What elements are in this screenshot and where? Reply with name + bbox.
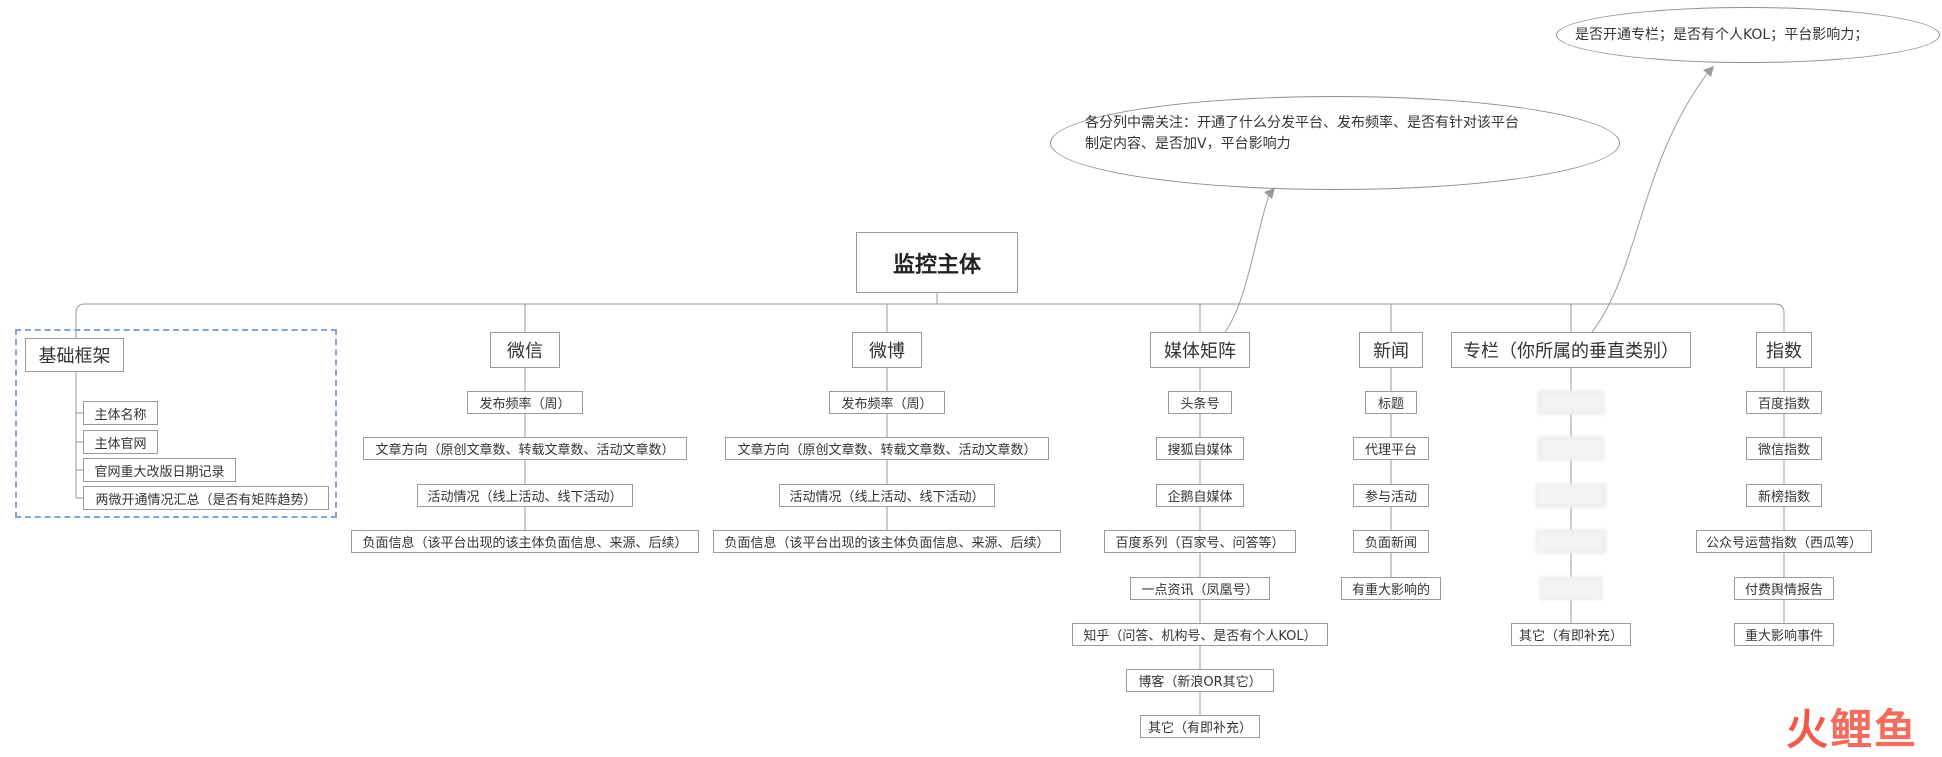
- basic-group-frame: [15, 329, 337, 518]
- column-item-blurred-1: [1538, 391, 1604, 414]
- media-item-other[interactable]: 其它（有即补充）: [1140, 715, 1260, 738]
- media-item-toutiao[interactable]: 头条号: [1168, 391, 1232, 414]
- column-item-other[interactable]: 其它（有即补充）: [1511, 623, 1631, 646]
- index-item-baidu[interactable]: 百度指数: [1746, 391, 1822, 414]
- category-index[interactable]: 指数: [1756, 332, 1812, 368]
- index-item-wechat[interactable]: 微信指数: [1746, 437, 1822, 460]
- wechat-item-activities[interactable]: 活动情况（线上活动、线下活动）: [417, 484, 633, 507]
- basic-item-social-summary[interactable]: 两微开通情况汇总（是否有矩阵趋势）: [83, 486, 329, 510]
- news-item-major-impact[interactable]: 有重大影响的: [1341, 577, 1441, 600]
- basic-item-website[interactable]: 主体官网: [83, 430, 158, 454]
- main-bus: [75, 303, 1785, 332]
- watermark-logo: 火鲤鱼: [1786, 696, 1918, 757]
- category-news[interactable]: 新闻: [1359, 332, 1423, 368]
- weibo-item-negative[interactable]: 负面信息（该平台出现的该主体负面信息、来源、后续）: [713, 530, 1061, 553]
- index-item-paid-report[interactable]: 付费舆情报告: [1734, 577, 1834, 600]
- wechat-item-negative[interactable]: 负面信息（该平台出现的该主体负面信息、来源、后续）: [351, 530, 699, 553]
- category-media-matrix[interactable]: 媒体矩阵: [1150, 332, 1250, 368]
- media-item-zhihu[interactable]: 知乎（问答、机构号、是否有个人KOL）: [1072, 623, 1328, 646]
- weibo-item-activities[interactable]: 活动情况（线上活动、线下活动）: [779, 484, 995, 507]
- weibo-item-frequency[interactable]: 发布频率（周）: [829, 391, 945, 414]
- callout-media-line1: 各分列中需关注：开通了什么分发平台、发布频率、是否有针对该平台: [1085, 115, 1519, 131]
- media-item-penguin[interactable]: 企鹅自媒体: [1156, 484, 1244, 507]
- media-item-blog[interactable]: 博客（新浪OR其它）: [1126, 669, 1274, 692]
- category-wechat[interactable]: 微信: [490, 332, 560, 368]
- callout-leader-column: [1591, 69, 1711, 333]
- column-item-blurred-3: [1536, 484, 1606, 507]
- media-item-baidu[interactable]: 百度系列（百家号、问答等）: [1104, 530, 1296, 553]
- category-basic[interactable]: 基础框架: [25, 338, 124, 372]
- wechat-item-frequency[interactable]: 发布频率（周）: [467, 391, 583, 414]
- index-item-official-account[interactable]: 公众号运营指数（西瓜等）: [1696, 530, 1872, 553]
- news-item-agency[interactable]: 代理平台: [1353, 437, 1429, 460]
- weibo-item-article-direction[interactable]: 文章方向（原创文章数、转载文章数、活动文章数）: [725, 437, 1049, 460]
- column-item-blurred-4: [1536, 530, 1606, 553]
- basic-item-name[interactable]: 主体名称: [83, 401, 158, 425]
- watermark-part1: 火: [1786, 705, 1831, 754]
- watermark-part2: 鲤鱼: [1830, 705, 1919, 754]
- basic-ticks: [76, 412, 83, 499]
- wechat-item-article-direction[interactable]: 文章方向（原创文章数、转载文章数、活动文章数）: [363, 437, 687, 460]
- news-item-title[interactable]: 标题: [1365, 391, 1417, 414]
- callout-leader-media: [1224, 191, 1271, 333]
- index-item-newrank[interactable]: 新榜指数: [1746, 484, 1822, 507]
- news-item-activities[interactable]: 参与活动: [1353, 484, 1429, 507]
- media-item-sohu[interactable]: 搜狐自媒体: [1156, 437, 1244, 460]
- root-topic[interactable]: 监控主体: [856, 232, 1018, 293]
- news-item-negative[interactable]: 负面新闻: [1353, 530, 1429, 553]
- column-item-blurred-2: [1538, 437, 1604, 460]
- callout-media-line2: 制定内容、是否加V，平台影响力: [1085, 136, 1291, 152]
- index-item-major-events[interactable]: 重大影响事件: [1734, 623, 1834, 646]
- category-weibo[interactable]: 微博: [852, 332, 922, 368]
- callout-column-notes: 是否开通专栏；是否有个人KOL；平台影响力；: [1556, 7, 1940, 63]
- arrowhead-column: [1703, 66, 1714, 77]
- category-column[interactable]: 专栏（你所属的垂直类别）: [1451, 332, 1691, 368]
- callout-media-notes: 各分列中需关注：开通了什么分发平台、发布频率、是否有针对该平台 制定内容、是否加…: [1050, 96, 1620, 190]
- basic-item-redesign-log[interactable]: 官网重大改版日期记录: [83, 458, 236, 482]
- arrowhead-media: [1264, 188, 1275, 199]
- callout-column-line1: 是否开通专栏；是否有个人KOL；平台影响力；: [1575, 27, 1869, 43]
- media-item-yidian[interactable]: 一点资讯（凤凰号）: [1130, 577, 1270, 600]
- column-item-blurred-5: [1540, 577, 1602, 600]
